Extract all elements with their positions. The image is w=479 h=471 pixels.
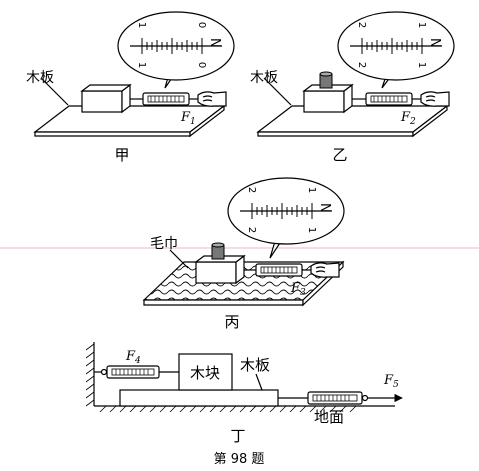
gauge-tick-bing-2: 1 [306, 187, 317, 193]
block-yi [303, 90, 345, 113]
panel-ding: 木块 木板 F4 F5 地面 丁 [85, 342, 403, 445]
hand-yi [420, 91, 450, 107]
gauge-tick-jia-2: 0 [196, 22, 207, 28]
gauge-tick-jia-3: 0 [196, 62, 207, 68]
gauge-unit-yi: N [427, 38, 442, 48]
caption-ding: 丁 [230, 427, 245, 445]
force-label-left-ding: F4 [125, 349, 141, 366]
block-bing [195, 261, 237, 284]
hand-bing [310, 262, 340, 278]
gauge-tick-jia-1: 1 [136, 62, 147, 68]
force-label-bing: F3 [290, 281, 306, 298]
towel-label-bing: 毛巾 [150, 236, 178, 252]
panel-yi: 木板 F2 N 2 2 1 1 乙 [250, 11, 455, 164]
force-label-yi: F2 [400, 110, 416, 127]
block-jia [81, 90, 123, 113]
block-ding [178, 353, 233, 391]
force-label-jia: F1 [180, 110, 196, 127]
gauge-tick-bing-3: 1 [306, 227, 317, 233]
panel-bing: 毛巾 F3 N 2 2 1 1 丙 [142, 177, 345, 331]
gauge-tick-yi-0: 2 [356, 22, 367, 28]
board-label-ding: 木板 [240, 356, 270, 374]
caption-bing: 丙 [224, 313, 239, 331]
gauge-tick-yi-3: 1 [416, 62, 427, 68]
caption-yi: 乙 [332, 146, 347, 164]
block-label-ding: 木块 [190, 364, 220, 382]
gauge-unit-bing: N [317, 203, 332, 213]
board-pointer-jia [40, 77, 69, 106]
force-label-right-ding: F5 [383, 373, 399, 390]
board-ding [119, 389, 279, 407]
question-label: 第 98 题 [214, 452, 265, 467]
board-label-yi: 木板 [250, 70, 278, 86]
gauge-tick-jia-0: 1 [136, 22, 147, 28]
gauge-tick-bing-1: 2 [246, 227, 257, 233]
gauge-tick-yi-2: 1 [416, 22, 427, 28]
hand-jia [197, 91, 227, 107]
gauge-tick-bing-0: 2 [246, 187, 257, 193]
panel-jia: 木板 F1 N 1 1 0 0 [26, 11, 235, 164]
gauge-unit-jia: N [207, 38, 222, 48]
ground-label-ding: 地面 [314, 408, 344, 426]
caption-jia: 甲 [114, 146, 129, 164]
gauge-tick-yi-1: 2 [356, 62, 367, 68]
board-label-jia: 木板 [26, 70, 54, 86]
